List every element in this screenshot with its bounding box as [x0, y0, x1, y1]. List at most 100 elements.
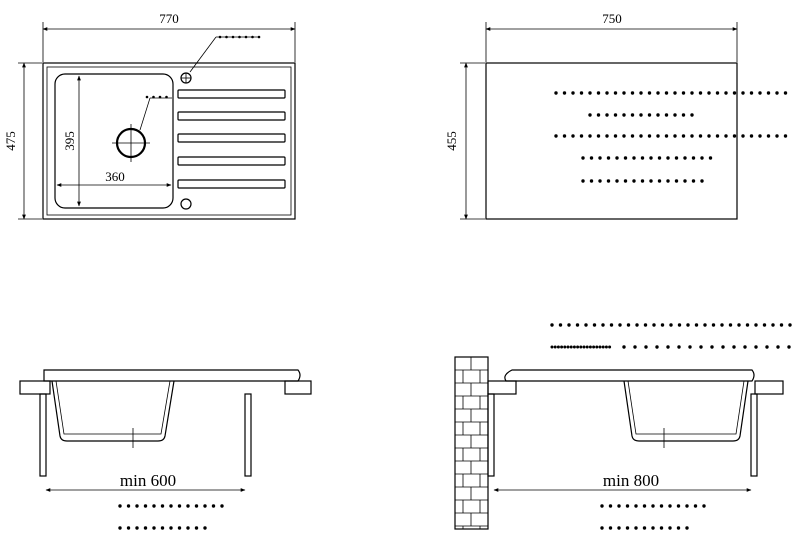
placeholder-dot [566, 345, 570, 349]
placeholder-dot [218, 35, 222, 39]
placeholder-dot [608, 526, 613, 530]
placeholder-dot [569, 345, 573, 349]
sink-length-label: 770 [159, 11, 179, 26]
placeholder-dot [732, 91, 737, 95]
placeholder-dot [766, 134, 771, 138]
placeholder-dot [585, 345, 589, 349]
drainer-ribs [177, 89, 286, 189]
placeholder-dot [640, 179, 645, 183]
placeholder-dot [165, 95, 168, 99]
placeholder-dot [225, 35, 228, 39]
placeholder-dot [244, 35, 248, 39]
placeholder-dot [622, 134, 626, 138]
placeholder-dot [674, 179, 679, 183]
placeholder-dot [572, 345, 576, 349]
drain-hole-icon [112, 124, 150, 162]
placeholder-dot [581, 179, 585, 183]
section-view-cabinet-800: min 800 [454, 323, 792, 530]
placeholder-dot [754, 345, 758, 349]
placeholder-dot [608, 504, 613, 508]
placeholder-dot [579, 91, 584, 95]
placeholder-dot [634, 504, 638, 508]
placeholder-dot [598, 156, 602, 160]
placeholder-dot [554, 91, 558, 95]
overflow-hole-icon [180, 72, 192, 84]
placeholder-dot [702, 504, 706, 508]
placeholder-dot [615, 179, 619, 183]
placeholder-dot [553, 345, 557, 349]
placeholder-dot [211, 504, 216, 508]
sink-height-label: 475 [3, 131, 18, 151]
placeholder-dot [622, 91, 626, 95]
placeholder-dot [724, 91, 728, 95]
cutout-view: 750 455 [444, 11, 788, 220]
placeholder-dot [691, 179, 696, 183]
placeholder-dot [613, 91, 618, 95]
placeholder-dot [626, 323, 631, 327]
placeholder-dot [639, 134, 643, 138]
placeholder-dot [639, 113, 643, 117]
placeholder-dot [618, 323, 622, 327]
placeholder-dot [737, 323, 741, 327]
placeholder-dot [615, 156, 619, 160]
placeholder-dot [674, 156, 679, 160]
placeholder-dot [589, 179, 594, 183]
placeholder-dot [693, 504, 698, 508]
placeholder-dot [651, 526, 655, 530]
cabinet-800-text-placeholder [600, 504, 706, 530]
placeholder-dot [203, 504, 207, 508]
placeholder-dot [550, 345, 554, 349]
placeholder-dot [143, 526, 148, 530]
placeholder-dot [699, 345, 703, 349]
placeholder-dot [783, 134, 788, 138]
placeholder-dot [550, 323, 554, 327]
placeholder-dot [669, 323, 673, 327]
placeholder-dot [771, 323, 775, 327]
placeholder-dot [724, 134, 728, 138]
placeholder-dot [608, 345, 612, 349]
placeholder-dot [186, 526, 190, 530]
placeholder-dot [605, 91, 609, 95]
placeholder-dot [694, 323, 699, 327]
placeholder-dot [623, 156, 628, 160]
placeholder-dot [251, 35, 254, 39]
placeholder-dot [766, 91, 771, 95]
placeholder-dot [644, 345, 648, 349]
placeholder-dot [592, 345, 596, 349]
placeholder-dot [676, 504, 681, 508]
placeholder-dot [177, 526, 182, 530]
placeholder-dot [681, 91, 686, 95]
placeholder-dot [177, 504, 182, 508]
placeholder-dot [604, 345, 608, 349]
placeholder-dot [556, 345, 560, 349]
placeholder-dot [779, 323, 784, 327]
placeholder-dot [598, 179, 602, 183]
placeholder-dot [698, 134, 703, 138]
placeholder-dot [601, 323, 605, 327]
placeholder-dot [257, 35, 261, 39]
placeholder-dot [598, 345, 602, 349]
placeholder-dot [632, 156, 636, 160]
placeholder-dot [775, 91, 779, 95]
min-cabinet-600-label: min 600 [120, 471, 176, 490]
placeholder-dot [588, 345, 592, 349]
placeholder-dot [787, 345, 791, 349]
placeholder-dot [169, 504, 173, 508]
placeholder-dot [649, 179, 653, 183]
placeholder-dot [622, 113, 626, 117]
placeholder-dot [711, 323, 716, 327]
placeholder-dot [647, 134, 652, 138]
cutout-height-label: 455 [444, 131, 459, 151]
placeholder-dot [681, 113, 686, 117]
placeholder-dot [588, 91, 592, 95]
placeholder-dot [625, 504, 630, 508]
placeholder-dot [765, 345, 769, 349]
placeholder-dot [664, 134, 669, 138]
placeholder-dot [567, 323, 571, 327]
placeholder-dot [673, 113, 677, 117]
placeholder-dot [715, 91, 720, 95]
placeholder-dot [690, 91, 694, 95]
placeholder-dot [617, 504, 621, 508]
placeholder-dot [728, 323, 733, 327]
